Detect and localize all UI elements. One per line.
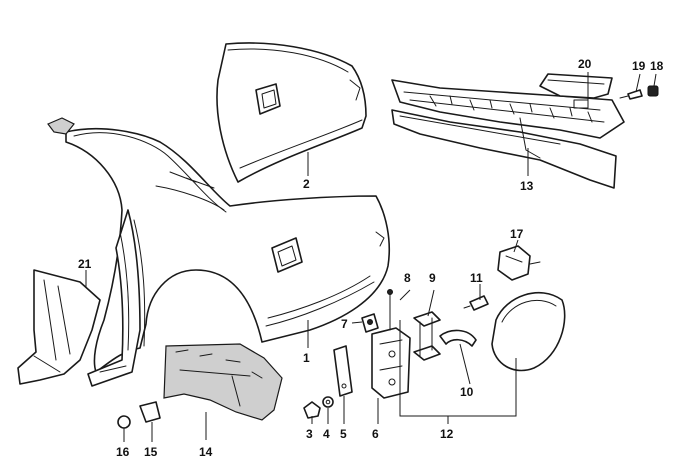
callout-14: 14 [199,445,213,459]
callout-6: 6 [372,427,379,441]
part-10-rubber-strip [439,329,477,347]
part-19-screw [619,89,643,100]
part-4-washer [322,396,334,408]
part-11-screw [463,295,489,311]
part-1-side-panel [47,117,391,373]
leader-lines [85,72,657,442]
part-5-strap [333,345,353,397]
part-18-nut [647,85,659,97]
callout-7: 7 [341,317,348,331]
callout-4: 4 [323,427,330,441]
part-20-plate-bracket [539,73,613,109]
callout-20: 20 [578,57,592,71]
callout-11: 11 [470,271,483,285]
inner-structure [87,209,146,387]
callout-1: 1 [303,351,310,365]
callout-13: 13 [520,179,534,193]
callout-9: 9 [429,271,436,285]
part-2-outer-panel-skin [216,42,367,183]
part-17-bracket [497,245,541,281]
callout-16: 16 [116,445,130,459]
callout-2: 2 [303,177,310,191]
part-15-clip [139,401,161,423]
callout-18: 18 [650,59,664,73]
part-3-nut [303,401,321,419]
part-8-rod [387,289,393,331]
part-14-wheel-arch-liner [163,343,283,421]
part-21-pillar-reinforcement [17,269,101,385]
callout-3: 3 [306,427,313,441]
callout-10: 10 [460,385,474,399]
callout-15: 15 [144,445,158,459]
callout-17: 17 [510,227,524,241]
part-6-hinge [371,327,411,399]
callout-12: 12 [440,427,454,441]
callout-8: 8 [404,271,411,285]
callout-5: 5 [340,427,347,441]
part-7-clip-nut [361,313,379,333]
part-9-bracket [413,311,441,361]
callout-21: 21 [78,257,92,271]
fuel-filler-flap [491,291,566,372]
callout-19: 19 [632,59,646,73]
part-13-rear-cross-member [391,79,625,189]
